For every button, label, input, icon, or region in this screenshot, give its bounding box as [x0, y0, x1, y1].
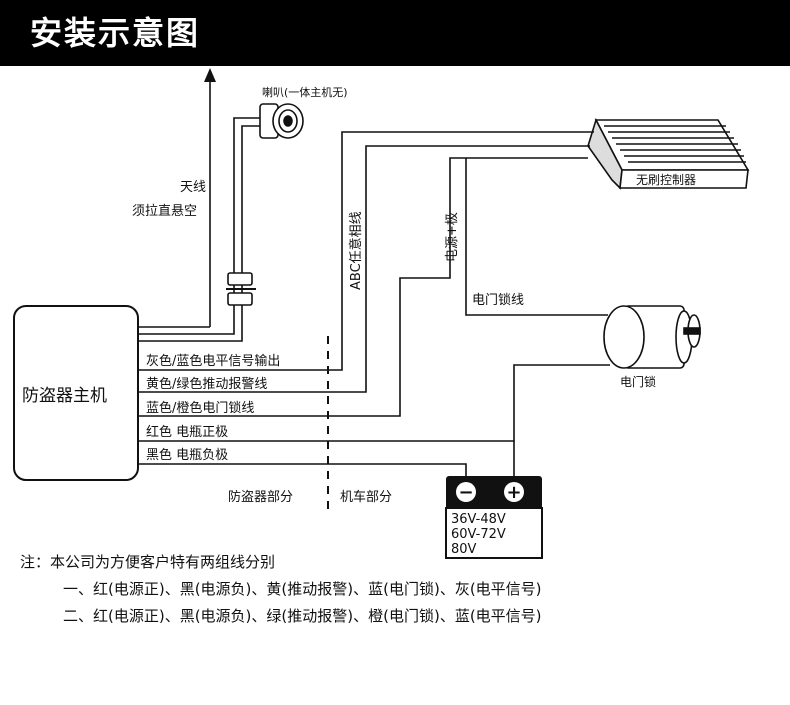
antenna-line	[138, 82, 211, 328]
wire-label-lock: 蓝色/橙色电门锁线	[146, 400, 254, 416]
main-unit-label: 防盗器主机	[22, 386, 107, 406]
antenna-label: 天线	[180, 180, 206, 195]
alarm-section-label: 防盗器部分	[228, 489, 293, 505]
signal-wires	[138, 131, 610, 476]
header-bar: 安装示意图	[0, 0, 790, 66]
note-group-2: 二、红(电源正)、黑(电源负)、绿(推动报警)、橙(电门锁)、蓝(电平信号)	[63, 607, 542, 625]
horn-wires	[138, 117, 262, 342]
wire-label-alarm: 黄色/绿色推动报警线	[146, 376, 267, 392]
antenna-note: 须拉直悬空	[132, 204, 197, 219]
vehicle-section-label: 机车部分	[340, 489, 392, 505]
door-lock-label: 电门锁	[620, 374, 656, 389]
wire-label-signal: 灰色/蓝色电平信号输出	[146, 353, 280, 369]
voltage-label: 60V-72V	[451, 527, 506, 542]
abc-phase-label: ABC任意相线	[348, 211, 364, 290]
wire-connector	[227, 272, 253, 306]
voltage-label: 36V-48V	[451, 512, 506, 527]
wire-label-positive: 红色 电瓶正极	[146, 424, 228, 440]
antenna-arrow-icon	[204, 68, 216, 82]
wire-labels: 灰色/蓝色电平信号输出 黄色/绿色推动报警线 蓝色/橙色电门锁线 红色 电瓶正极…	[146, 353, 280, 463]
power-plus-label: 电源+极	[445, 212, 460, 262]
battery-voltages: 36V-48V 60V-72V 80V	[451, 512, 506, 557]
voltage-label: 80V	[451, 542, 477, 557]
battery-minus: −	[458, 482, 473, 503]
note-intro: 注：本公司为方便客户特有两组线分别	[20, 553, 276, 571]
horn-icon	[259, 103, 304, 139]
lock-wire-label: 电门锁线	[472, 292, 524, 308]
main-unit-box	[13, 305, 139, 481]
controller-label: 无刷控制器	[636, 173, 696, 187]
wire-label-negative: 黑色 电瓶负极	[146, 447, 228, 463]
door-lock-icon	[603, 305, 701, 369]
battery-plus: +	[506, 482, 521, 503]
controller-icon	[587, 117, 750, 190]
note-group-1: 一、红(电源正)、黑(电源负)、黄(推动报警)、蓝(电门锁)、灰(电平信号)	[63, 580, 542, 598]
horn-label: 喇叭(一体主机无)	[262, 85, 348, 99]
page-title: 安装示意图	[30, 14, 201, 52]
battery-icon	[445, 476, 543, 559]
